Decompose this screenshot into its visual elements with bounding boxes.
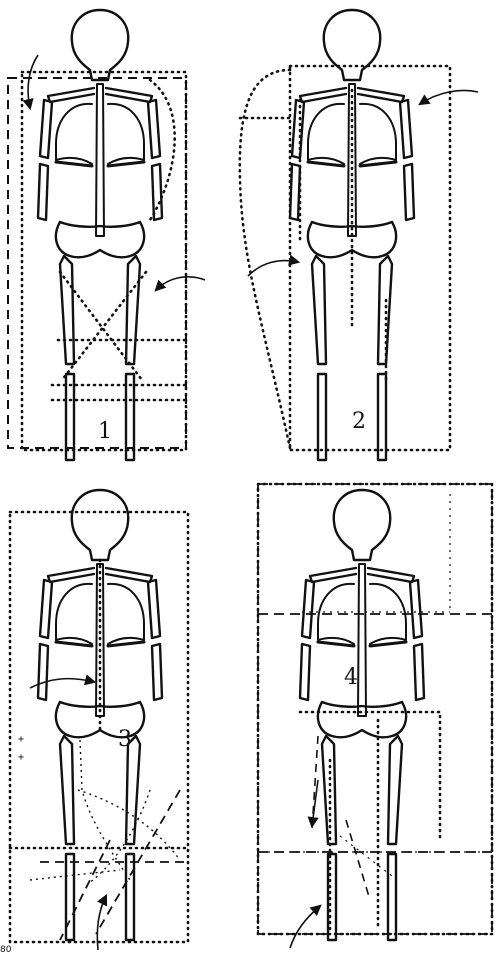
dashed-levels: [258, 614, 492, 852]
dashed-lines: [40, 790, 188, 940]
arrow: [248, 261, 298, 276]
panel-number-4: 4: [344, 665, 358, 690]
dashed-lines: [312, 736, 370, 900]
plus-marks: +: [18, 752, 24, 763]
plus-marks: +: [18, 734, 24, 745]
dotted-frame: [258, 484, 492, 934]
panel-number-2: 2: [352, 409, 366, 434]
dotted-outline: [240, 70, 290, 448]
arrow: [290, 906, 320, 948]
panel-3: + + 3: [10, 490, 188, 950]
skeleton-figure: [300, 490, 424, 940]
panel-2: 2: [240, 10, 478, 460]
panel-4: 4: [258, 484, 492, 948]
dotted-frame: [10, 512, 188, 942]
arrow: [28, 55, 38, 108]
panel-number-3: 3: [118, 727, 132, 752]
dotted-lines: [300, 90, 386, 380]
panel-number-1: 1: [98, 419, 112, 444]
corner-number: 80: [0, 945, 12, 954]
panel-1: 1: [8, 10, 205, 460]
arrow: [312, 780, 318, 826]
dashed-frame: [258, 484, 492, 934]
arrow: [156, 277, 205, 290]
